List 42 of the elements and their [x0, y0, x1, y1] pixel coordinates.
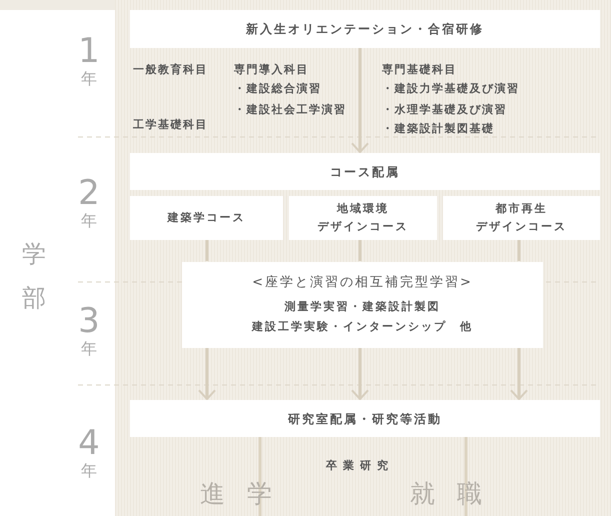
- arrow: [351, 348, 369, 400]
- connector-line: [518, 240, 520, 261]
- body-text: 測量学実習・建築設計製図: [284, 299, 440, 315]
- course-text: 専門導入科目: [234, 62, 309, 77]
- connector-line: [358, 240, 362, 261]
- arrow: [510, 348, 528, 400]
- side-label: 学部: [22, 239, 47, 314]
- year-label: 年: [80, 462, 98, 480]
- year-number: 4: [77, 425, 101, 461]
- course-name: デザインコース: [476, 219, 567, 235]
- process-box: 新入生オリエンテーション・合宿研修: [130, 10, 600, 48]
- course-text: 工学基礎科目: [133, 117, 208, 132]
- course-text: ・建設総合演習: [234, 81, 322, 96]
- process-box: [443, 196, 600, 240]
- body-text: 建設工学実験・インターンシップ 他: [252, 319, 473, 335]
- course-name: 地域環境: [337, 201, 389, 217]
- course-text: ・水理学基礎及び演習: [382, 102, 507, 117]
- arrow: [351, 48, 369, 153]
- process-box: 研究室配属・研究等活動: [130, 400, 600, 437]
- process-box: [289, 196, 437, 240]
- course-name: デザインコース: [318, 219, 408, 235]
- heading-text: <座学と演習の相互補完型学習>: [252, 274, 473, 292]
- course-text: 一般教育科目: [133, 62, 208, 77]
- connector-line: [206, 240, 208, 261]
- course-text: ・建築設計製図基礎: [382, 121, 494, 136]
- path-label: 進学: [200, 478, 294, 510]
- arrow: [198, 348, 216, 400]
- year-number: 1: [77, 33, 101, 69]
- course-text: ・建設社会工学演習: [234, 102, 346, 117]
- path-label: 就職: [410, 478, 504, 510]
- year-label: 年: [80, 340, 98, 358]
- process-box: [182, 262, 543, 348]
- process-box: コース配属: [130, 153, 600, 190]
- course-name: 都市再生: [496, 201, 548, 217]
- course-text: ・建設力学基礎及び演習: [382, 81, 520, 96]
- course-text: 専門基礎科目: [382, 62, 457, 77]
- year-label: 年: [80, 212, 98, 230]
- process-box: 建築学コース: [130, 196, 283, 240]
- year-number: 3: [77, 303, 101, 339]
- year-label: 年: [80, 70, 98, 88]
- year-number: 2: [77, 175, 101, 211]
- activity-text: 卒業研究: [325, 458, 395, 473]
